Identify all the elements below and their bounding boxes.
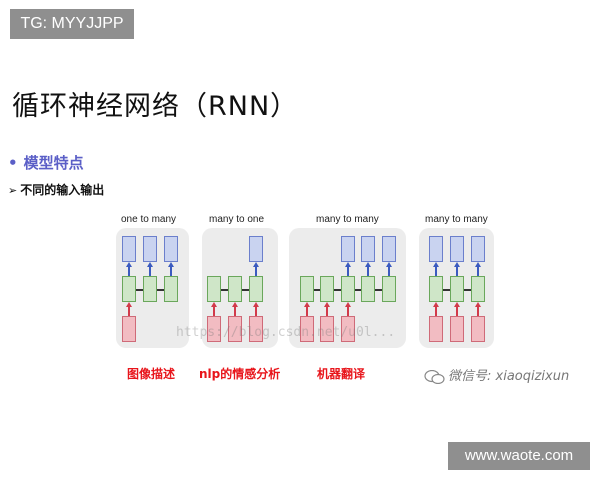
sub-bullet-label: 不同的输入输出 (20, 183, 105, 197)
input-cell (122, 316, 136, 342)
hidden-state-cell (450, 276, 464, 302)
hidden-state-cell (361, 276, 375, 302)
output-cell (429, 236, 443, 262)
input-cell (450, 316, 464, 342)
output-cell (249, 236, 263, 262)
input-cell (320, 316, 334, 342)
recurrent-arrow (334, 289, 341, 291)
hidden-state-cell (249, 276, 263, 302)
panel-title: many to one (209, 214, 265, 225)
output-cell (361, 236, 375, 262)
arrow-bullet-icon: ➢ (8, 184, 18, 197)
hidden-state-cell (382, 276, 396, 302)
hidden-state-cell (471, 276, 485, 302)
sub-bullet-io: ➢不同的输入输出 (8, 181, 104, 198)
input-cell (249, 316, 263, 342)
hidden-state-cell (207, 276, 221, 302)
recurrent-arrow (221, 289, 228, 291)
output-cell (164, 236, 178, 262)
csdn-watermark: https://blog.csdn.net/u0l... (176, 325, 396, 340)
input-cell (228, 316, 242, 342)
wechat-icon (424, 369, 445, 384)
output-cell (143, 236, 157, 262)
hidden-state-cell (164, 276, 178, 302)
panel-title: many to many (425, 214, 488, 225)
bullet-model-features: • 模型特点 (8, 152, 84, 173)
hidden-state-cell (341, 276, 355, 302)
recurrent-arrow (136, 289, 143, 291)
hidden-state-cell (122, 276, 136, 302)
caption-machine-translation: 机器翻译 (317, 367, 366, 381)
tg-badge: TG: MYYJJPP (10, 9, 134, 39)
panel-title: one to many (121, 214, 177, 225)
bullet-label: 模型特点 (23, 154, 84, 172)
hidden-state-cell (429, 276, 443, 302)
recurrent-arrow (242, 289, 249, 291)
wechat-watermark: 微信号: xiaoqizixun (424, 365, 569, 384)
output-cell (122, 236, 136, 262)
wechat-label: 微信号: xiaoqizixun (448, 369, 570, 384)
recurrent-arrow (157, 289, 164, 291)
recurrent-arrow (314, 289, 320, 291)
site-badge: www.waote.com (448, 442, 590, 470)
caption-image-description: 图像描述 (127, 367, 176, 381)
input-cell (429, 316, 443, 342)
panel-title: many to many (316, 214, 379, 225)
hidden-state-cell (300, 276, 314, 302)
recurrent-arrow (443, 289, 450, 291)
output-cell (341, 236, 355, 262)
input-cell (471, 316, 485, 342)
caption-sentiment-analysis: nlp的情感分析 (199, 367, 281, 381)
slide-title: 循环神经网络（RNN） (12, 91, 299, 122)
output-cell (450, 236, 464, 262)
recurrent-arrow (464, 289, 471, 291)
hidden-state-cell (320, 276, 334, 302)
input-cell (207, 316, 221, 342)
input-cell (300, 316, 314, 342)
output-cell (382, 236, 396, 262)
input-cell (341, 316, 355, 342)
output-cell (471, 236, 485, 262)
recurrent-arrow (355, 289, 361, 291)
hidden-state-cell (228, 276, 242, 302)
hidden-state-cell (143, 276, 157, 302)
recurrent-arrow (375, 289, 382, 291)
bullet-dot-icon: • (8, 154, 18, 172)
